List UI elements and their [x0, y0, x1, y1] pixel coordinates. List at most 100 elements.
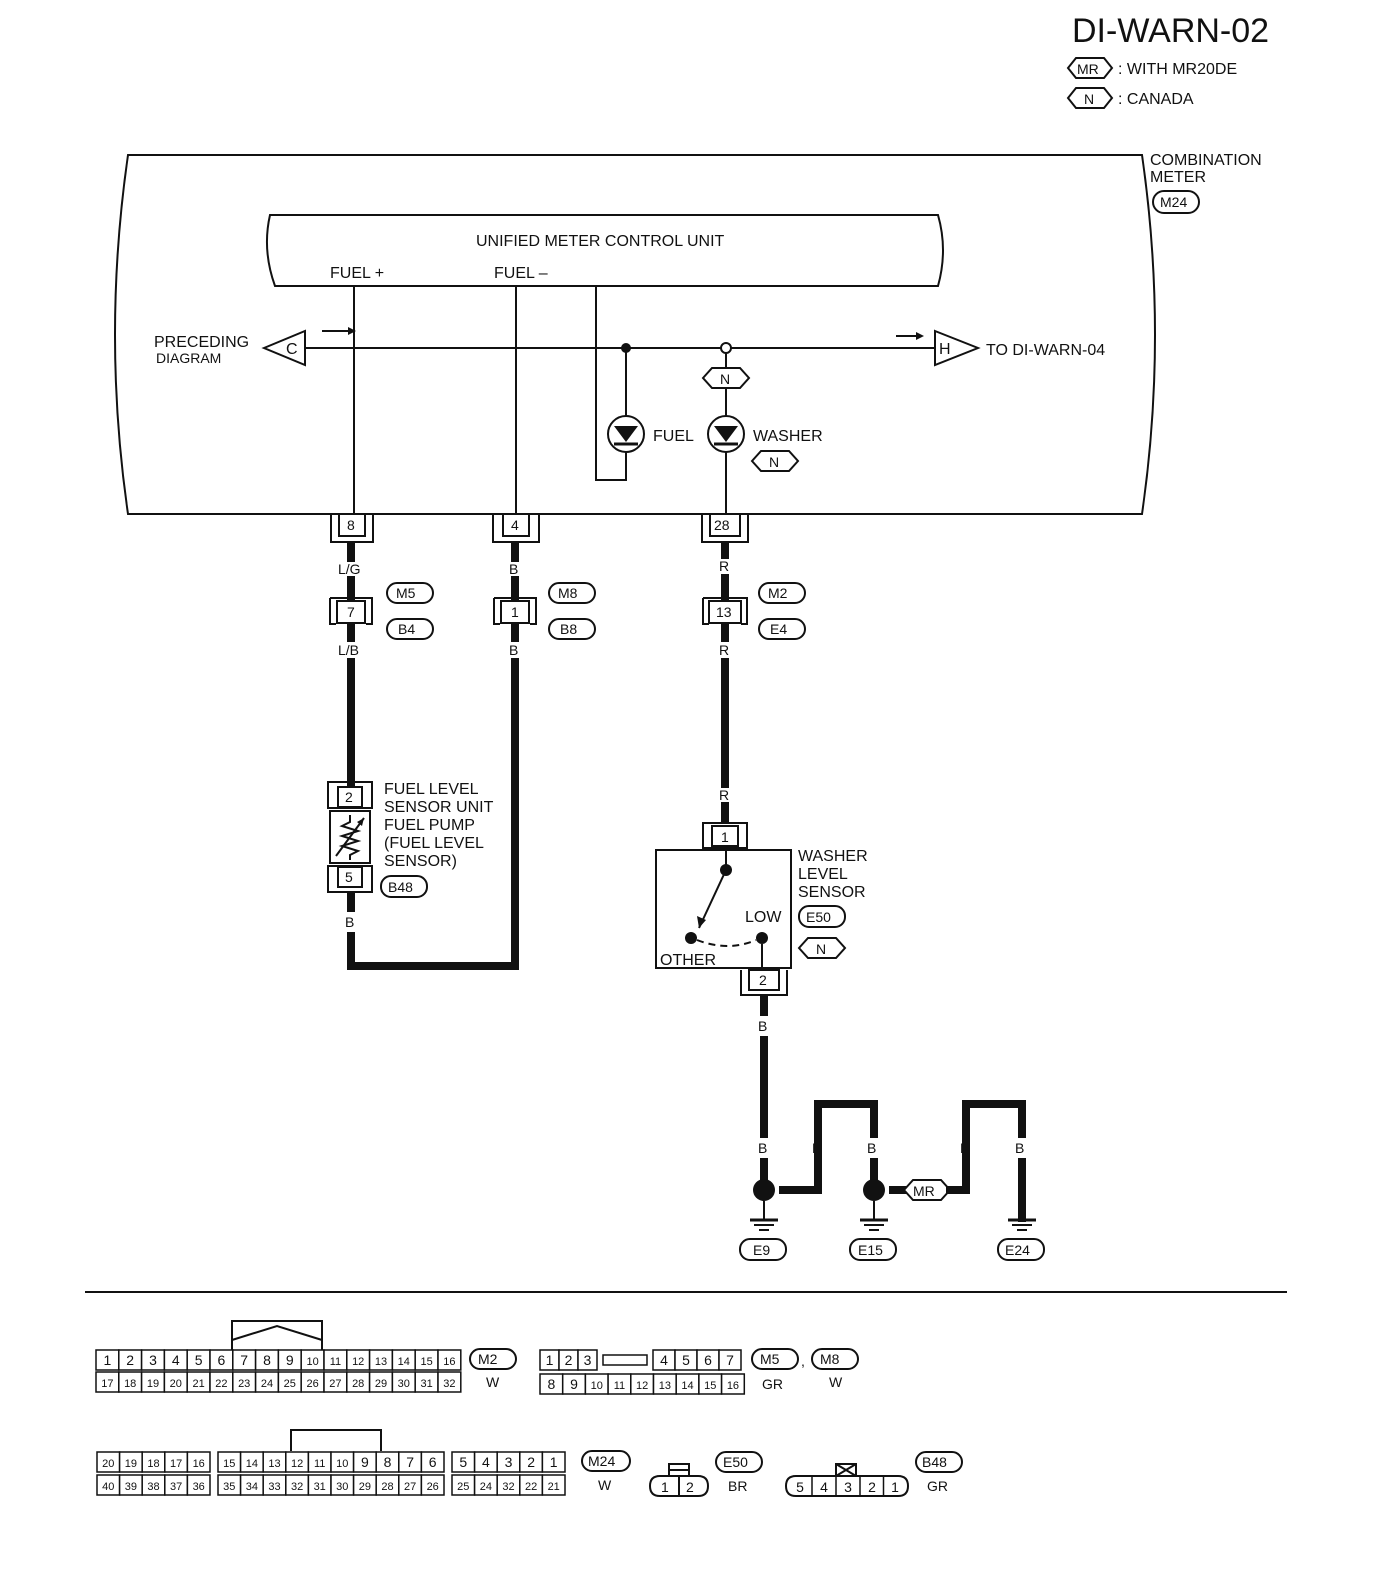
pin-label: 14 — [681, 1380, 693, 1392]
washer-line-canada-tag: N — [720, 371, 730, 387]
pin-label: 9 — [286, 1352, 294, 1368]
pin-label: 27 — [329, 1378, 341, 1390]
fuel-warning-lamp — [607, 415, 645, 453]
meter-pin-28: 28 — [701, 513, 749, 543]
connector-e50-color: BR — [728, 1478, 747, 1494]
pin-label: 1 — [104, 1352, 112, 1368]
pin-label: 18 — [147, 1458, 159, 1470]
washer-warning-lamp — [707, 415, 745, 453]
pin-label: 24 — [261, 1378, 273, 1390]
pin-label: 6 — [429, 1454, 437, 1470]
connector-m2-name: M2 — [478, 1351, 498, 1367]
ground-mr-tag: MR — [913, 1183, 935, 1199]
pin-label: 19 — [125, 1458, 137, 1470]
fuel-sensor-label-5: SENSOR) — [384, 853, 457, 870]
flag-c-letter: C — [286, 341, 298, 358]
col1-conn-b4: B4 — [398, 621, 415, 637]
pin-label: 20 — [102, 1458, 114, 1470]
col1-top-color: L/G — [338, 561, 361, 577]
pin-label: 3 — [584, 1352, 592, 1368]
pin-label: 38 — [147, 1481, 159, 1493]
washer-sensor-other: OTHER — [660, 952, 716, 969]
col2-top-color: B — [509, 561, 518, 577]
pin-label: 9 — [361, 1454, 369, 1470]
pin-label: 30 — [398, 1378, 410, 1390]
connector-m5-m8-separator: , — [801, 1353, 805, 1369]
ground-e9: E9 — [739, 1179, 787, 1261]
col3-sensor-out-color: B — [758, 1018, 767, 1034]
pin-label: 15 — [704, 1380, 716, 1392]
pin-label: 8 — [547, 1376, 555, 1392]
legend-n: N : CANADA — [1066, 87, 1194, 109]
pin-label: 29 — [375, 1378, 387, 1390]
pin-label: 31 — [420, 1378, 432, 1390]
pin-label: 12 — [352, 1356, 364, 1368]
pin-label: 3 — [844, 1479, 852, 1495]
ground-wire-label-3: B — [867, 1140, 876, 1156]
svg-text:E9: E9 — [753, 1242, 770, 1258]
pin-label: 10 — [336, 1458, 348, 1470]
svg-text:5: 5 — [345, 869, 353, 885]
pin-label: 20 — [170, 1378, 182, 1390]
pin-label: 22 — [525, 1481, 537, 1493]
col1-bottom-color: L/B — [338, 642, 359, 658]
col3-top-color: R — [719, 558, 729, 574]
connector-b48-name: B48 — [922, 1454, 947, 1470]
pin-label: 3 — [505, 1454, 513, 1470]
pin-label: 5 — [459, 1454, 467, 1470]
col1-sensor-color: B — [345, 914, 354, 930]
connector-m2-color: W — [486, 1374, 500, 1390]
to-di-warn-04-label: TO DI-WARN-04 — [986, 342, 1105, 359]
pin-label: 30 — [336, 1481, 348, 1493]
ground-wire-label-5: B — [1015, 1140, 1024, 1156]
pin-label: 32 — [291, 1481, 303, 1493]
washer-level-sensor: 1 2 — [655, 822, 792, 996]
pin-label: 33 — [268, 1481, 280, 1493]
pin-label: 6 — [218, 1352, 226, 1368]
pin-label: 10 — [306, 1356, 318, 1368]
pin-label: 8 — [263, 1352, 271, 1368]
combination-meter-outline — [114, 154, 1156, 515]
connector-e50-face: 1 2 — [648, 1463, 710, 1497]
pin-label: 32 — [443, 1378, 455, 1390]
pin-label: 29 — [359, 1481, 371, 1493]
legend-n-tag: N — [1084, 91, 1094, 107]
pin-label: 11 — [314, 1458, 325, 1470]
pin-label: 18 — [124, 1378, 136, 1390]
joint-connector-col1: 7 — [329, 597, 373, 625]
pin-label: 25 — [284, 1378, 296, 1390]
pin-label: 7 — [726, 1352, 734, 1368]
col3-conn-e4: E4 — [770, 621, 787, 637]
legend-mr-text: : WITH MR20DE — [1118, 61, 1237, 78]
fuel-level-sensor-unit: 2 5 — [327, 781, 373, 893]
combination-meter-connector: M24 — [1160, 194, 1187, 210]
pin-label: 13 — [659, 1380, 671, 1392]
pin-label: 4 — [820, 1479, 828, 1495]
fuel-sensor-label-2: SENSOR UNIT — [384, 799, 494, 816]
pin-label: 4 — [660, 1352, 668, 1368]
pin-label: 11 — [330, 1356, 341, 1368]
pin-label: 39 — [125, 1481, 137, 1493]
pin-label: 2 — [565, 1352, 573, 1368]
pin-label: 22 — [215, 1378, 227, 1390]
pin-label: 32 — [502, 1481, 514, 1493]
washer-sensor-label-2: LEVEL — [798, 866, 848, 883]
legend-n-text: : CANADA — [1118, 91, 1194, 108]
washer-sensor-canada-tag: N — [816, 941, 826, 957]
pin-label: 8 — [384, 1454, 392, 1470]
joint-connector-col2: 1 — [493, 597, 537, 625]
washer-lamp-canada-tag: N — [769, 454, 779, 470]
fuel-plus-label: FUEL + — [330, 265, 384, 282]
col3-conn-m2: M2 — [768, 585, 788, 601]
pin-label: 23 — [238, 1378, 250, 1390]
combination-meter-label-2: METER — [1150, 169, 1206, 186]
fuel-sensor-connector: B48 — [388, 879, 413, 895]
legend-mr: MR : WITH MR20DE — [1066, 57, 1237, 79]
connector-m8-name: M8 — [820, 1351, 840, 1367]
pin-label: 2 — [126, 1352, 134, 1368]
pin-label: 11 — [614, 1380, 625, 1392]
pin-label: 4 — [482, 1454, 490, 1470]
preceding-diagram-label: PRECEDING — [154, 334, 249, 351]
